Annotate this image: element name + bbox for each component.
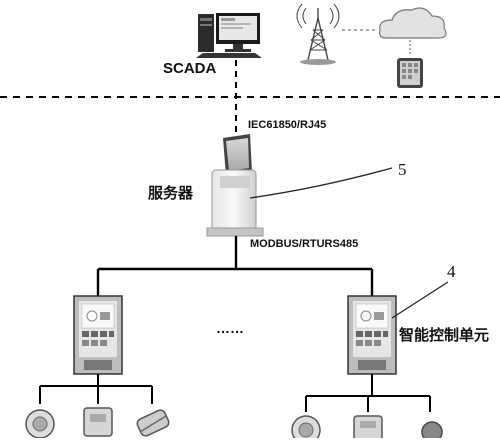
- iec-protocol-label: IEC61850/RJ45: [248, 119, 327, 131]
- reference-number-4: 4: [447, 262, 456, 281]
- sensor-device-icon: [136, 409, 170, 437]
- desktop-computer-icon: [196, 13, 262, 58]
- server-kiosk-icon: [206, 134, 264, 237]
- control-unit-label: 智能控制单元: [399, 327, 490, 344]
- reference-number-5: 5: [398, 160, 407, 179]
- sensor-device-icon: [421, 421, 443, 443]
- server-label: 服务器: [148, 185, 194, 202]
- sensor-device-icon: [291, 415, 321, 443]
- radio-tower-icon: [296, 3, 340, 65]
- scada-label: SCADA: [163, 60, 217, 77]
- ellipsis-label: ……: [216, 320, 244, 336]
- reference-leader-5: [249, 167, 393, 199]
- control-panel-icon-right: [347, 295, 397, 375]
- sensor-device-icon: [25, 409, 55, 439]
- sensor-device-icon: [353, 415, 383, 441]
- modbus-protocol-label: MODBUS/RTURS485: [250, 238, 359, 250]
- sensor-device-icon: [83, 407, 113, 437]
- cloud-icon: [379, 7, 447, 39]
- reference-leader-4: [391, 281, 449, 319]
- tablet-icon: [397, 58, 423, 88]
- control-panel-icon-left: [73, 295, 123, 375]
